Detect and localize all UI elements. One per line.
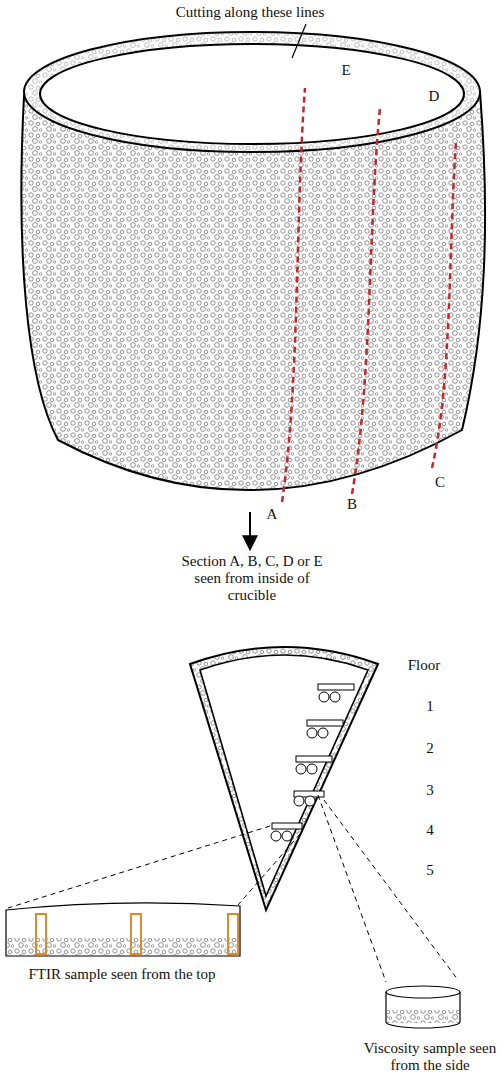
cut-line (282, 88, 305, 502)
floor-number: 2 (420, 740, 440, 757)
callout-text: Cutting along these lines (130, 4, 370, 21)
crucible-rim (24, 32, 480, 152)
section-letter: C (430, 474, 450, 491)
section-letter: D (424, 88, 444, 105)
section-wedge (190, 647, 378, 910)
caption-text: Section A, B, C, D or E seen from inside… (177, 553, 327, 604)
section-letter: B (342, 496, 362, 513)
crucible-inner (40, 44, 464, 144)
floor-number: 5 (420, 862, 440, 879)
caption-text: Viscosity sample seen from the side (360, 1040, 500, 1074)
sample-positions (271, 684, 354, 841)
floor-number: 1 (420, 698, 440, 715)
section-letter: E (336, 62, 356, 79)
floor-number: 4 (420, 822, 440, 839)
floor-number: 3 (420, 782, 440, 799)
cut-line (352, 108, 380, 494)
viscosity-sample (386, 986, 460, 1028)
caption-text: FTIR sample seen from the top (4, 966, 240, 983)
axis-title: Floor (394, 657, 454, 674)
arrow (249, 512, 251, 548)
leader-line (292, 24, 306, 58)
cut-line (432, 142, 456, 468)
section-letter: A (262, 506, 282, 523)
ftir-sample (6, 903, 240, 956)
